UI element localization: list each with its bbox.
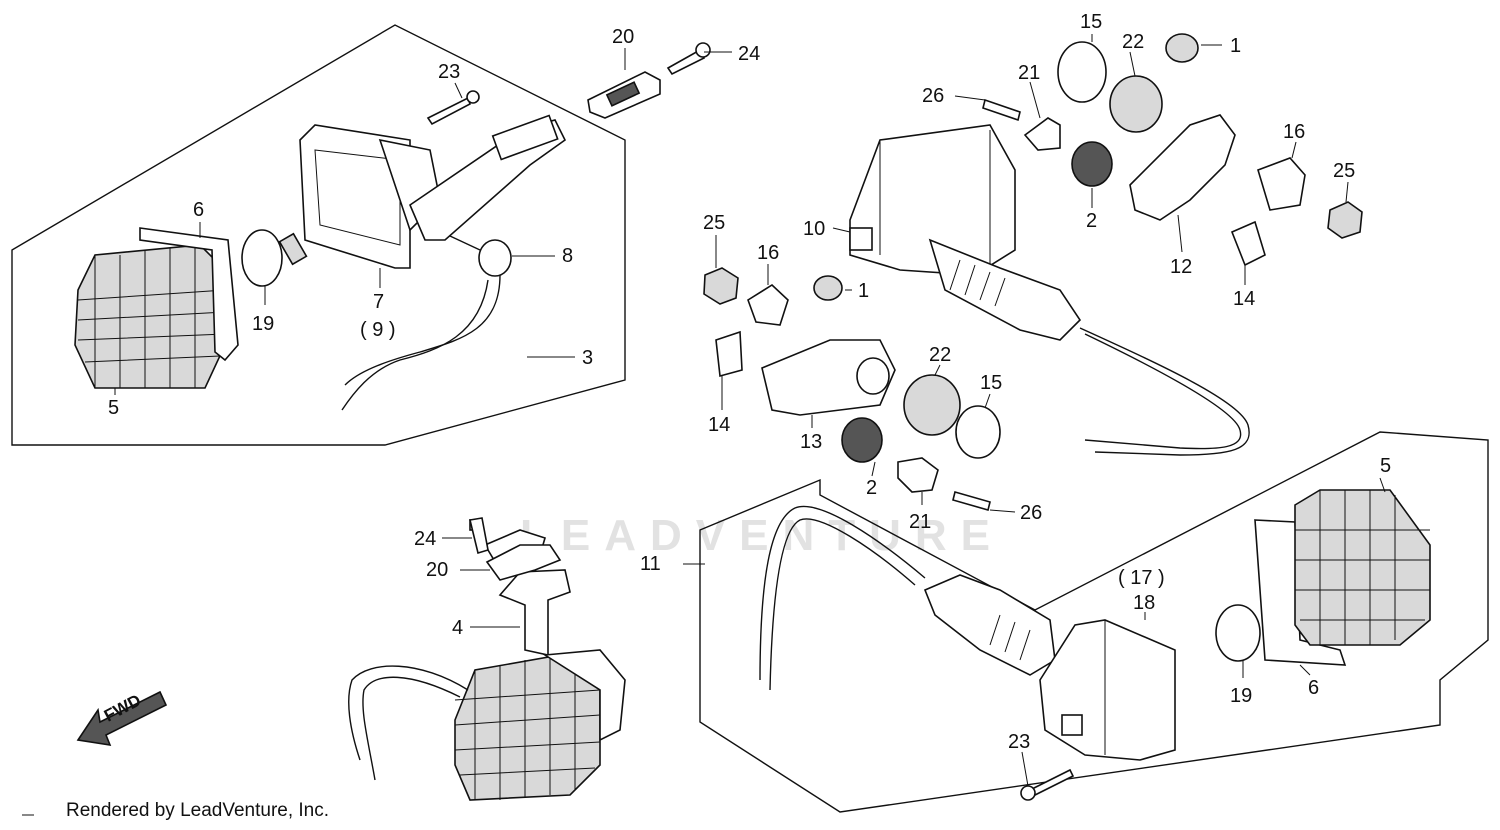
housing-right-top bbox=[849, 124, 1250, 456]
callout-7: 7 bbox=[373, 291, 384, 313]
gasket-left bbox=[139, 227, 239, 362]
signal-front-left bbox=[348, 519, 626, 801]
socket-left bbox=[341, 235, 512, 411]
leader-lines bbox=[114, 34, 1386, 787]
collar-top-15 bbox=[1057, 41, 1107, 103]
callout-6-left: 6 bbox=[193, 199, 204, 221]
callout-6-right: 6 bbox=[1308, 677, 1319, 699]
plate-top-slot bbox=[605, 81, 641, 107]
group-outline-right bbox=[699, 431, 1489, 813]
callout-22-top: 22 bbox=[1122, 31, 1144, 53]
callout-2-top: 2 bbox=[1086, 210, 1097, 232]
callout-1-mid: 1 bbox=[858, 280, 869, 302]
stay-hole-13 bbox=[856, 357, 890, 395]
callout-15-top: 15 bbox=[1080, 11, 1102, 33]
housing-right-bottom bbox=[759, 505, 1176, 761]
callout-16-right: 16 bbox=[1283, 121, 1305, 143]
lens-left bbox=[74, 244, 226, 389]
callout-14-right: 14 bbox=[1233, 288, 1255, 310]
callout-26-top: 26 bbox=[922, 85, 944, 107]
housing-left bbox=[299, 114, 567, 269]
spacer-left-2 bbox=[841, 417, 883, 463]
callout-13: 13 bbox=[800, 431, 822, 453]
collar-left-15 bbox=[955, 405, 1001, 459]
callout-14-left: 14 bbox=[708, 414, 730, 436]
callout-23-bottom: 23 bbox=[1008, 731, 1030, 753]
callout-19-right: 19 bbox=[1230, 685, 1252, 707]
spacer-top-2 bbox=[1071, 141, 1113, 187]
screw-head-left-23 bbox=[466, 90, 480, 104]
collar-left-21 bbox=[897, 457, 939, 493]
callout-1-top: 1 bbox=[1230, 35, 1241, 57]
nut-left-25 bbox=[703, 267, 739, 305]
callout-2-mid: 2 bbox=[866, 477, 877, 499]
grommet-mid-1 bbox=[813, 275, 843, 301]
callout-12: 12 bbox=[1170, 256, 1192, 278]
callout-20-top: 20 bbox=[612, 26, 634, 48]
callouts: 1 1 2 2 3 4 5 5 6 6 7 ( 9 ) 8 10 11 12 1… bbox=[108, 11, 1391, 753]
callout-5-left: 5 bbox=[108, 397, 119, 419]
callout-19-left: 19 bbox=[252, 313, 274, 335]
cushion-left-22 bbox=[903, 374, 961, 436]
callout-15-mid: 15 bbox=[980, 372, 1002, 394]
callout-22-mid: 22 bbox=[929, 344, 951, 366]
nut-right-25 bbox=[1327, 201, 1363, 239]
callout-20-bottom: 20 bbox=[426, 559, 448, 581]
tab-left-14 bbox=[715, 330, 743, 378]
tab-right-14 bbox=[1230, 220, 1266, 267]
callout-23-top: 23 bbox=[438, 61, 460, 83]
callout-11: 11 bbox=[640, 553, 661, 575]
fwd-arrow-icon: FWD bbox=[76, 691, 168, 747]
lens-right bbox=[1294, 489, 1431, 646]
collar-left-16 bbox=[747, 283, 789, 326]
callout-25-left: 25 bbox=[703, 212, 725, 234]
clamp-bottom-20 bbox=[485, 544, 562, 581]
bulb-left bbox=[241, 229, 308, 287]
bolt-top-26 bbox=[982, 98, 1021, 122]
cushion-top-22 bbox=[1109, 75, 1163, 133]
callout-21-top: 21 bbox=[1018, 62, 1040, 84]
callout-9: ( 9 ) bbox=[360, 319, 396, 341]
bolt-left-26 bbox=[952, 491, 991, 511]
callout-10: 10 bbox=[803, 218, 825, 240]
callout-24-bottom: 24 bbox=[414, 528, 436, 550]
callout-21-mid: 21 bbox=[909, 511, 931, 533]
screw-top-24 bbox=[666, 48, 706, 76]
collar-right-16 bbox=[1257, 157, 1306, 211]
stay-right-12 bbox=[1129, 114, 1236, 221]
screw-head-top-24 bbox=[695, 42, 711, 58]
screw-head-bottom-23 bbox=[1020, 785, 1036, 801]
callout-16-left: 16 bbox=[757, 242, 779, 264]
credit-text: Rendered by LeadVenture, Inc. bbox=[66, 800, 330, 821]
callout-4: 4 bbox=[452, 617, 463, 639]
bulb-right bbox=[1215, 604, 1261, 662]
callout-3: 3 bbox=[582, 347, 593, 369]
screw-left-23 bbox=[426, 96, 471, 126]
callout-24-top: 24 bbox=[738, 43, 760, 65]
watermark-text: LEADVENTURE bbox=[520, 511, 1004, 560]
collar-top-21 bbox=[1023, 117, 1061, 151]
callout-25-right: 25 bbox=[1333, 160, 1355, 182]
stay-left-13 bbox=[761, 339, 896, 416]
callout-8: 8 bbox=[562, 245, 573, 267]
grommet-top-1 bbox=[1165, 33, 1199, 63]
callout-18: 18 bbox=[1133, 592, 1155, 614]
group-outline-left bbox=[11, 24, 626, 446]
callout-26-mid: 26 bbox=[1020, 502, 1042, 524]
callout-17: ( 17 ) bbox=[1118, 567, 1165, 589]
callout-5-right: 5 bbox=[1380, 455, 1391, 477]
bolt-bottom-24 bbox=[469, 517, 489, 555]
